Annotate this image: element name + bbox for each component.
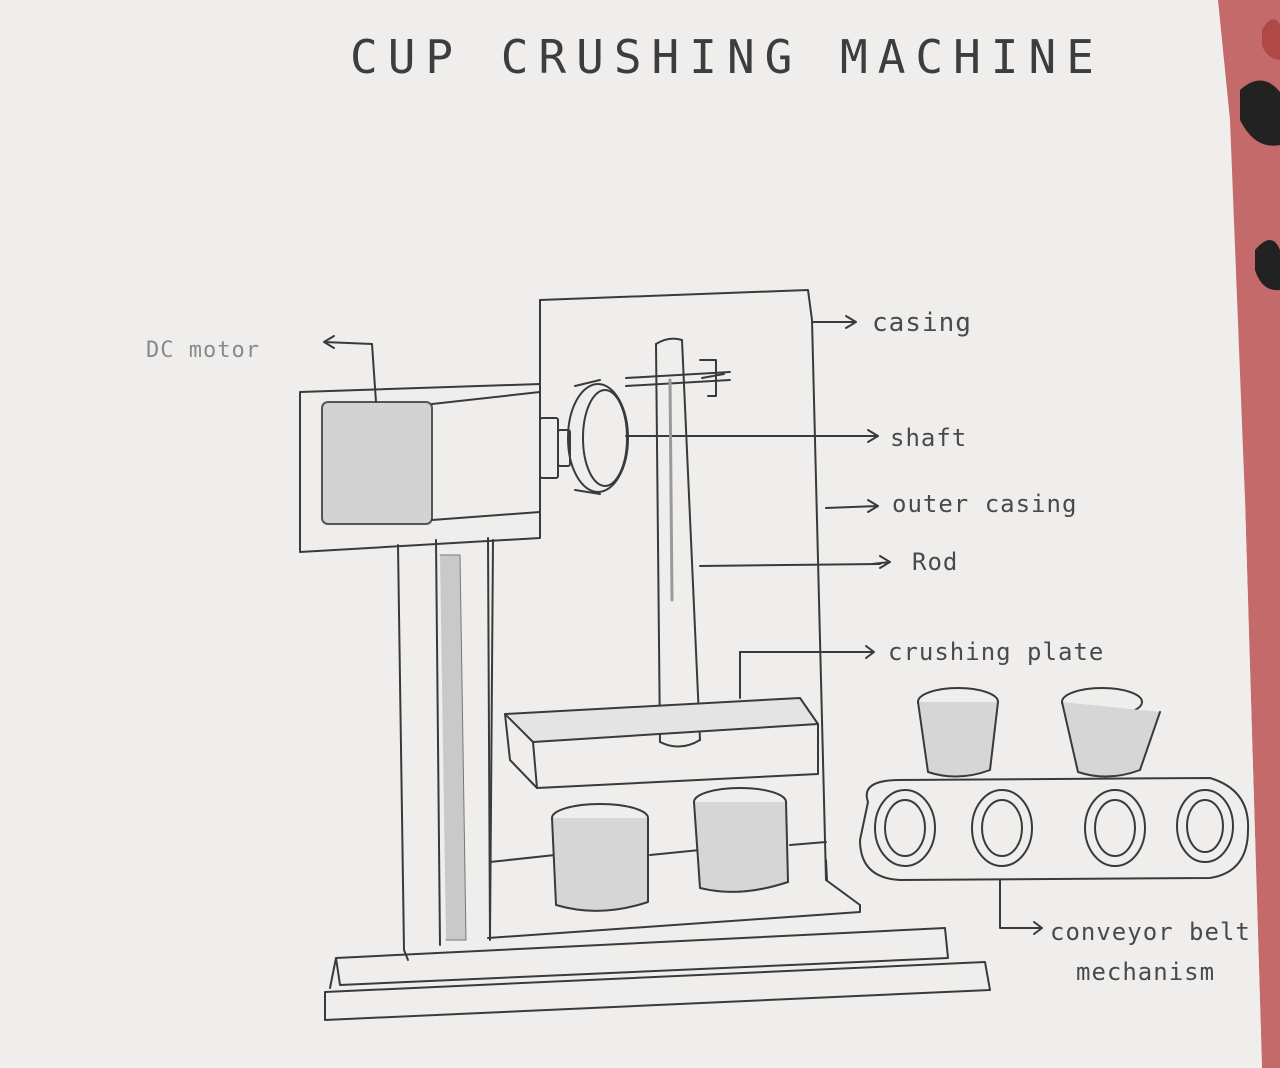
- conveyor-roller: [1177, 790, 1233, 862]
- cups-under-plate: [552, 788, 788, 911]
- crushing-plate: [505, 652, 870, 788]
- label-dc-motor: DC motor: [146, 338, 260, 363]
- label-casing: casing: [872, 308, 972, 338]
- conveyor-belt: [860, 688, 1248, 928]
- rod: [656, 339, 880, 747]
- diagram-title: CUP CRUSHING MACHINE: [350, 30, 1104, 84]
- outer-casing-arrow: [826, 500, 878, 512]
- label-crushing-plate: crushing plate: [888, 638, 1104, 666]
- shaft: [626, 360, 870, 436]
- base: [325, 928, 990, 1020]
- conveyor-cup: [1062, 702, 1160, 777]
- crushing-plate-arrow: [860, 646, 874, 658]
- casing-arrow: [812, 316, 856, 328]
- rod-arrow: [872, 556, 890, 568]
- conveyor-roller: [972, 790, 1032, 866]
- label-conveyor-belt: conveyor belt: [1050, 918, 1251, 946]
- coupling-wheel: [568, 380, 628, 494]
- motor-housing: [300, 384, 570, 552]
- conveyor-roller: [875, 790, 935, 866]
- conveyor-roller: [1085, 790, 1145, 866]
- label-shaft: shaft: [890, 424, 967, 452]
- label-rod: Rod: [912, 548, 958, 576]
- dc-motor-arrow: [324, 336, 372, 348]
- outer-casing: [488, 290, 860, 938]
- dc-motor-leader: [372, 344, 376, 402]
- label-conveyor-mechanism: mechanism: [1076, 958, 1215, 986]
- support-column: [398, 538, 490, 950]
- shaft-arrow: [860, 430, 878, 442]
- label-outer-casing: outer casing: [892, 490, 1077, 518]
- dc-motor-block: [322, 402, 432, 524]
- conveyor-cup: [918, 702, 998, 777]
